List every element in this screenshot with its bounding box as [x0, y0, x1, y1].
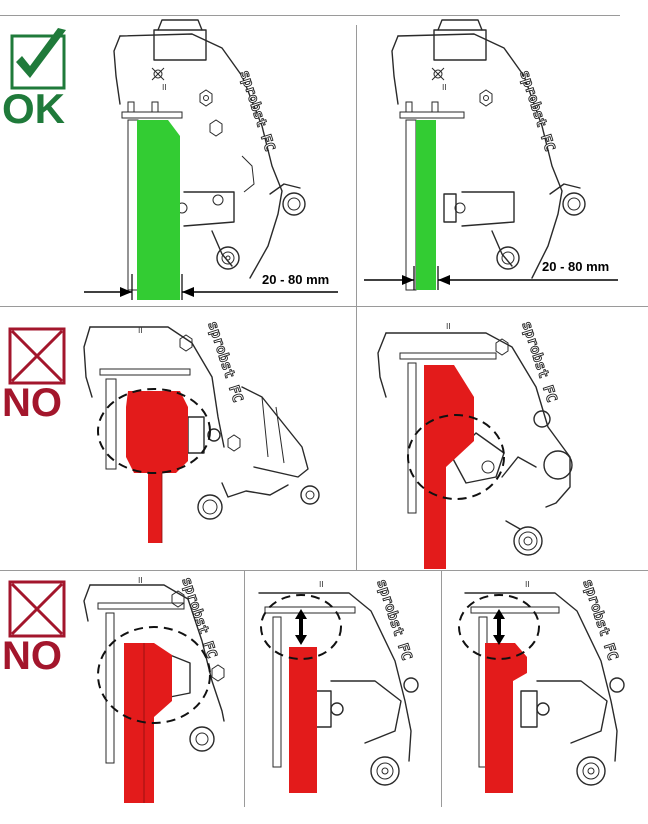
col-divider-row2 — [356, 307, 357, 570]
machine-mark: II — [446, 322, 451, 331]
workpiece-part — [416, 120, 436, 290]
machine-mark: II — [442, 83, 447, 92]
machine-brand-label: sprobst FC — [204, 319, 245, 404]
machine-brand-label: sprobst FC — [516, 68, 557, 153]
arrow-updown-icon — [295, 609, 307, 645]
highlight-circle — [407, 414, 505, 500]
red-cross-icon — [8, 327, 66, 385]
red-cross-icon — [8, 580, 66, 638]
measurement-label: 20 - 80 mm — [542, 259, 609, 274]
panel-no-2-1: II sprobst FC — [72, 307, 356, 570]
status-no-label-row3: NO — [2, 634, 62, 678]
highlight-circle — [260, 594, 342, 660]
workpiece-part — [485, 643, 527, 793]
status-no-row2: NO — [0, 325, 72, 435]
workpiece-part — [126, 391, 188, 543]
machine-mark: II — [525, 580, 530, 589]
machine-brand-label: sprobst FC — [579, 577, 620, 662]
machine-brand-label: sprobst FC — [178, 575, 219, 660]
status-no-row3: NO — [0, 578, 72, 688]
machine-mark: II — [138, 326, 143, 335]
workpiece-part — [137, 120, 180, 300]
workpiece-part — [289, 647, 317, 793]
measurement-label: 20 - 80 mm — [262, 272, 329, 287]
machine-mark: II — [319, 580, 324, 589]
status-ok: OK — [0, 28, 72, 138]
machine-brand-label: sprobst FC — [236, 68, 277, 153]
status-no-label-row2: NO — [2, 381, 62, 425]
machine-brand-label: sprobst FC — [373, 577, 414, 662]
top-rule — [0, 15, 620, 16]
panel-no-2-2: II sprobst FC — [356, 307, 648, 570]
highlight-circle — [97, 626, 211, 724]
panel-no-3-2: II sprobst FC — [245, 571, 441, 807]
machine-mark: II — [138, 576, 143, 585]
panel-no-3-3: II sprobst FC — [441, 571, 648, 807]
arrow-updown-icon — [493, 609, 505, 645]
row-divider-2 — [0, 570, 648, 571]
col-divider-row1 — [356, 25, 357, 306]
col-divider-row3-a — [244, 571, 245, 807]
col-divider-row3-b — [441, 571, 442, 807]
panel-no-3-1: II sprobst FC — [72, 571, 244, 807]
green-checkmark-icon — [10, 28, 66, 90]
row-divider-1 — [0, 306, 648, 307]
status-ok-label: OK — [2, 85, 65, 132]
panel-ok-2: II sprobst FC 20 - 80 mm — [356, 16, 640, 306]
highlight-circle — [97, 388, 211, 474]
workpiece-part — [124, 643, 172, 803]
workpiece-part — [424, 365, 474, 569]
machine-brand-label: sprobst FC — [518, 319, 559, 404]
highlight-circle — [458, 594, 540, 660]
machine-mark: II — [162, 83, 167, 92]
panel-ok-1: II sprobst FC 20 - 80 mm — [72, 16, 356, 306]
